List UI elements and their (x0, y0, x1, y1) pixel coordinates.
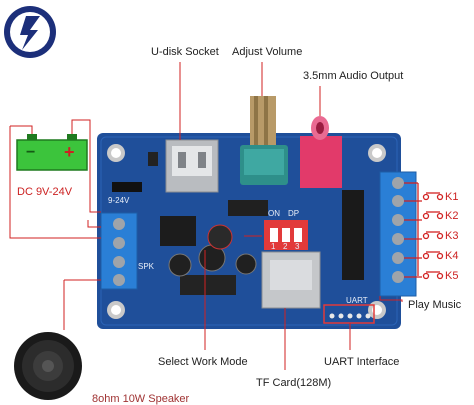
label-dc-voltage: DC 9V-24V (17, 186, 73, 198)
board-components (112, 152, 364, 295)
power-terminal-block (100, 212, 138, 290)
silk-dip-2: 2 (283, 242, 288, 251)
label-usb-socket: U-disk Socket (151, 46, 219, 58)
volume-potentiometer (240, 96, 288, 185)
leader-lines (9, 62, 403, 370)
silk-dip-dp: DP (288, 209, 300, 218)
label-k4: K4 (445, 250, 459, 262)
brand-logo (4, 6, 56, 58)
battery-plus-sign: + (64, 142, 75, 162)
silk-uart: UART (346, 296, 368, 305)
silk-voltage: 9-24V (108, 196, 130, 205)
speaker-icon (14, 332, 82, 400)
label-audio-output: 3.5mm Audio Output (303, 70, 404, 82)
silk-spk: SPK (138, 262, 155, 271)
label-play-music: Play Music (408, 299, 462, 311)
key-terminal-block (379, 171, 417, 297)
label-tf-card: TF Card(128M) (256, 377, 332, 389)
label-speaker: 8ohm 10W Speaker (92, 393, 190, 405)
label-k5: K5 (445, 270, 459, 282)
uart-header (323, 304, 375, 324)
dip-switch (264, 220, 308, 250)
audio-jack (300, 116, 342, 188)
label-adjust-volume: Adjust Volume (232, 46, 303, 58)
label-k3: K3 (445, 230, 459, 242)
usb-socket (165, 139, 219, 193)
silk-dip-on: ON (268, 209, 280, 218)
silk-dip-1: 1 (271, 242, 276, 251)
label-k1: K1 (445, 191, 459, 203)
battery-minus-sign: − (26, 144, 36, 161)
silk-dip-3: 3 (295, 242, 300, 251)
label-k2: K2 (445, 210, 459, 222)
label-uart-interface: UART Interface (324, 356, 400, 368)
key-switches (404, 182, 444, 280)
tf-card-slot (261, 251, 321, 309)
battery-icon (16, 134, 88, 171)
label-select-work-mode: Select Work Mode (158, 356, 248, 368)
